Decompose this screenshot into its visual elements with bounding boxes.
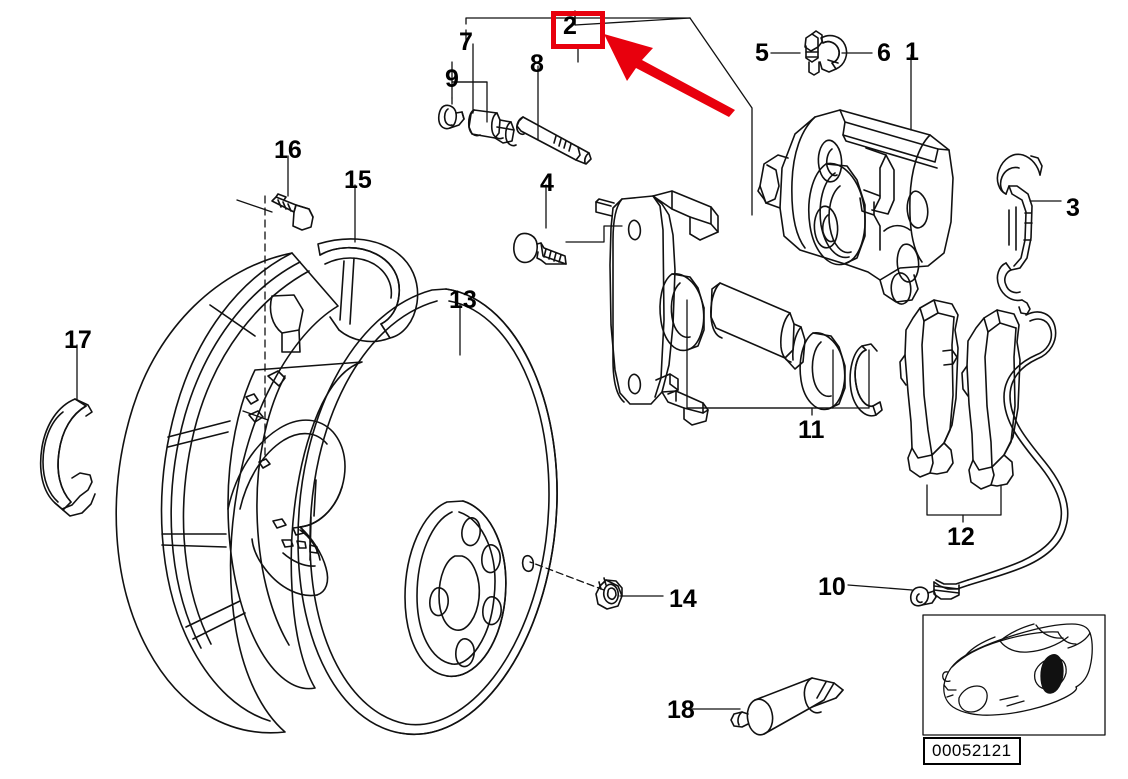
guide-pin-art: [516, 116, 592, 165]
callout-4: 4: [540, 169, 554, 197]
brake-caliper-art: [757, 109, 954, 305]
callout-1: 1: [905, 38, 919, 66]
pad-retaining-spring-art: [996, 153, 1043, 315]
callout-17: 17: [64, 326, 92, 354]
vehicle-inset-art: [922, 614, 1106, 736]
callout-10: 10: [818, 573, 846, 601]
callout-8: 8: [530, 50, 544, 78]
guide-bushing-art: [467, 109, 517, 147]
parking-brake-shoe-art: [39, 398, 96, 517]
grease-tube-art: [730, 677, 844, 736]
brake-disc-art: [297, 288, 558, 736]
callout-3: 3: [1066, 194, 1080, 222]
piston-seal-kit-art: [659, 273, 883, 417]
callout-16: 16: [274, 136, 302, 164]
callout-9: 9: [445, 65, 459, 93]
callout-11: 11: [798, 416, 825, 444]
wear-sensor-art: [909, 311, 1069, 607]
callout-6: 6: [877, 39, 891, 67]
callout-13: 13: [449, 286, 477, 314]
callout-5: 5: [755, 39, 769, 67]
callout-14: 14: [669, 585, 697, 613]
callout-2: 2: [563, 12, 577, 40]
protective-cap-art: [437, 104, 465, 130]
caliper-carrier-art: [595, 190, 719, 426]
callout-7: 7: [459, 28, 473, 56]
callout-18: 18: [667, 696, 695, 724]
callout-15: 15: [344, 166, 372, 194]
caliper-carrier-bolt-art: [513, 232, 567, 265]
bleeder-valve-art: [804, 30, 848, 76]
annotation-arrow: [604, 34, 735, 117]
dust-shield-bolt-art: [271, 193, 314, 231]
brake-pad-set-art: [899, 299, 1021, 490]
highlight-box-item-2: [551, 11, 605, 49]
callout-12: 12: [947, 523, 975, 551]
rotor-set-screw-art: [595, 577, 623, 610]
diagram-part-number: 00052121: [923, 737, 1021, 765]
brake-dust-shield-art: [115, 238, 419, 734]
